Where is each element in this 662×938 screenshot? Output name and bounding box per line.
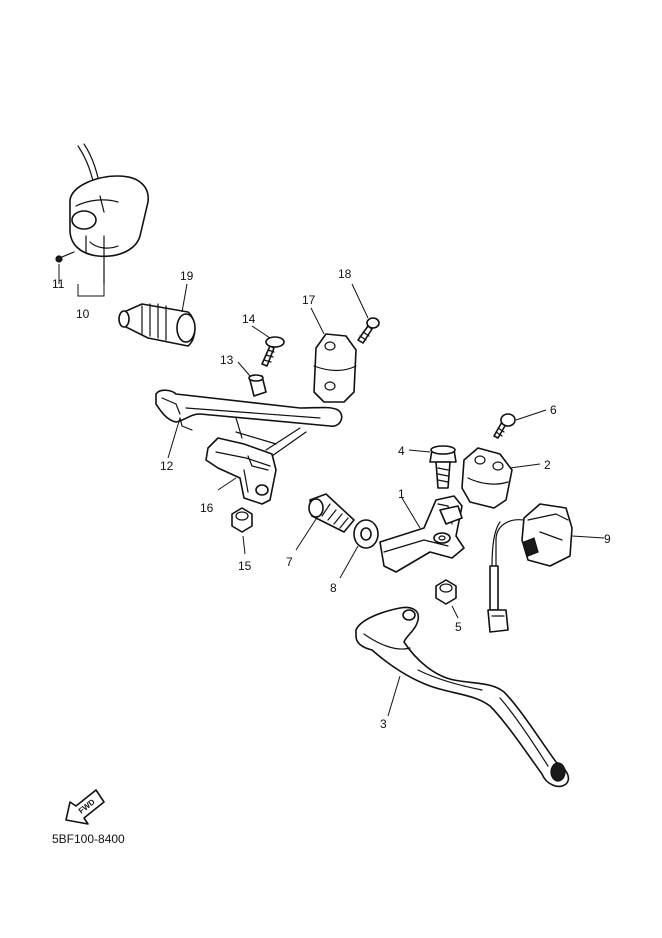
callout-3: 3 bbox=[380, 717, 387, 731]
callout-15: 15 bbox=[238, 559, 252, 573]
callout-18: 18 bbox=[338, 267, 352, 281]
callout-6: 6 bbox=[550, 403, 557, 417]
part-2-holder-clamp bbox=[461, 447, 541, 509]
callout-1: 1 bbox=[398, 487, 405, 501]
callout-10: 10 bbox=[76, 307, 90, 321]
diagram-code: 5BF100-8400 bbox=[52, 832, 125, 846]
callout-2: 2 bbox=[544, 458, 551, 472]
part-1-lever-holder bbox=[379, 495, 465, 573]
part-17-clamp bbox=[310, 307, 357, 403]
part-5-nut bbox=[435, 579, 459, 619]
part-16-bracket bbox=[205, 417, 307, 505]
callout-19: 19 bbox=[180, 269, 194, 283]
part-12-lever-arm bbox=[155, 389, 343, 459]
callout-16: 16 bbox=[200, 501, 214, 515]
callout-4: 4 bbox=[398, 444, 405, 458]
callout-14: 14 bbox=[242, 312, 256, 326]
part-15-nut bbox=[231, 507, 253, 555]
part-14-screw bbox=[251, 325, 285, 367]
callout-labels: 1 2 3 4 5 6 7 8 9 10 11 12 13 14 15 16 1… bbox=[52, 267, 611, 731]
part-8-washer bbox=[339, 519, 379, 579]
part-19-throttle-sleeve bbox=[118, 283, 196, 347]
callout-5: 5 bbox=[455, 620, 462, 634]
part-7-adjuster bbox=[295, 493, 355, 551]
part-6-bolt bbox=[493, 409, 547, 439]
part-3-lever bbox=[355, 606, 570, 788]
callout-17: 17 bbox=[302, 293, 316, 307]
part-18-bolt bbox=[351, 283, 380, 344]
callout-7: 7 bbox=[286, 555, 293, 569]
fwd-arrow: FWD bbox=[65, 789, 105, 825]
callout-8: 8 bbox=[330, 581, 337, 595]
callout-12: 12 bbox=[160, 459, 174, 473]
part-13-collar bbox=[237, 361, 267, 397]
callout-13: 13 bbox=[220, 353, 234, 367]
callout-11: 11 bbox=[52, 277, 65, 291]
callout-9: 9 bbox=[604, 532, 611, 546]
part-4-bolt bbox=[408, 445, 457, 489]
part-10-switch-housing bbox=[55, 143, 149, 297]
part-9-switch bbox=[487, 503, 605, 633]
